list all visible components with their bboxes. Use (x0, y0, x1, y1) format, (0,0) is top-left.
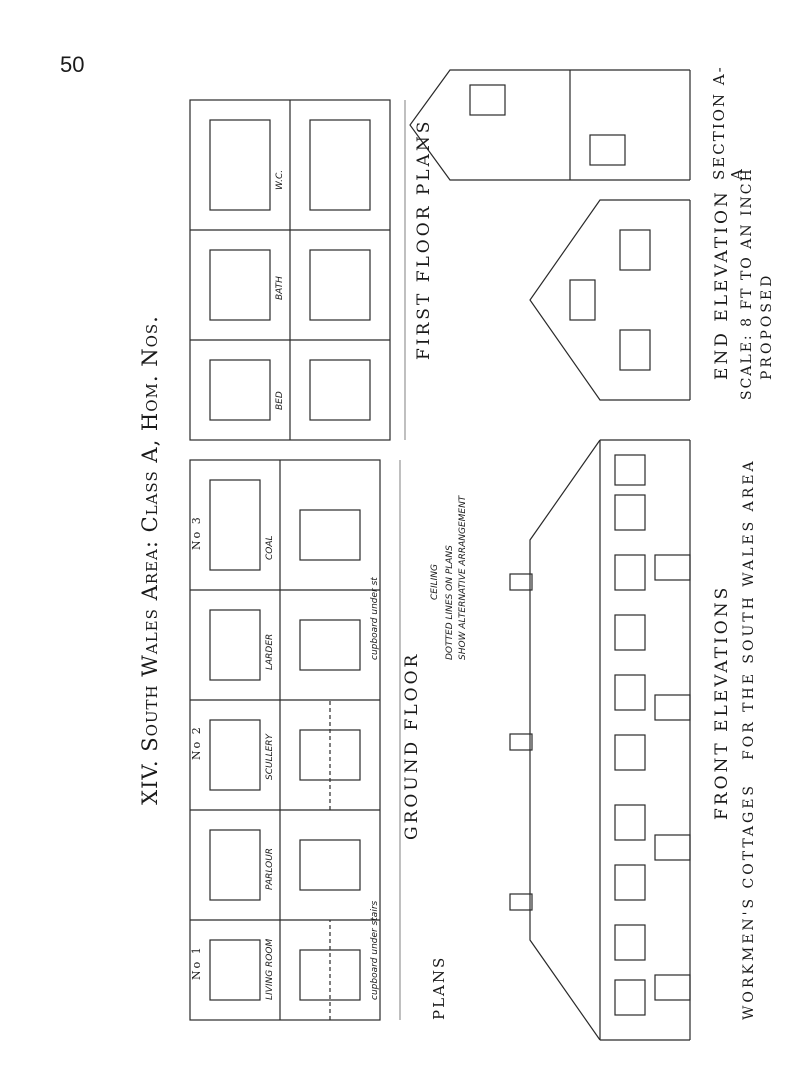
cupboard-note-2: cupboard under st (370, 577, 380, 660)
plans-label: PLANS (430, 955, 448, 1020)
section-label: SECTION A-A (710, 65, 746, 180)
drawing-linework (189, 69, 691, 1041)
room-wc: W.C. (275, 169, 285, 190)
section-note-2: DOTTED LINES ON PLANS (445, 545, 455, 660)
proposed-line-3: FOR THE SOUTH WALES AREA (741, 458, 757, 760)
cupboard-note: cupboard under stairs (370, 900, 380, 1000)
room-scullery: SCULLERY (265, 733, 275, 780)
room-bed: BED (275, 391, 285, 410)
no2-label: No 2 (190, 725, 203, 760)
room-bath: BATH (275, 276, 285, 300)
proposed-line-1: PROPOSED (759, 272, 775, 380)
end-elevation (529, 199, 691, 401)
section-note-3: SHOW ALTERNATIVE ARRANGEMENT (458, 495, 468, 660)
first-floor-plan (189, 99, 391, 441)
ground-floor-label: GROUND FLOOR (402, 651, 422, 840)
proposed-line-2: WORKMEN'S COTTAGES (741, 782, 757, 1020)
front-elevation (509, 439, 691, 1041)
first-floor-label: FIRST FLOOR PLANS (414, 118, 434, 360)
front-elevations-label: FRONT ELEVATIONS (712, 584, 732, 820)
no3-label: No 3 (190, 515, 203, 550)
scale-label: SCALE: 8 FT TO AN INCH (739, 167, 755, 400)
architectural-plate: XIV. South Wales Area: Class A, Hom. Nos… (130, 60, 780, 1060)
section-a-a (409, 69, 691, 181)
page-number: 50 (60, 52, 85, 77)
proposed-title-block: PROPOSED (758, 80, 776, 380)
room-larder: LARDER (265, 633, 275, 670)
ground-floor-plan (189, 459, 381, 1021)
end-elevation-label: END ELEVATION (712, 189, 732, 380)
room-living: LIVING ROOM (265, 938, 275, 1000)
section-note-1: CEILING (430, 564, 440, 600)
no1-label: No 1 (190, 945, 203, 980)
room-parlour: PARLOUR (265, 847, 275, 890)
room-coal: COAL (265, 535, 275, 560)
